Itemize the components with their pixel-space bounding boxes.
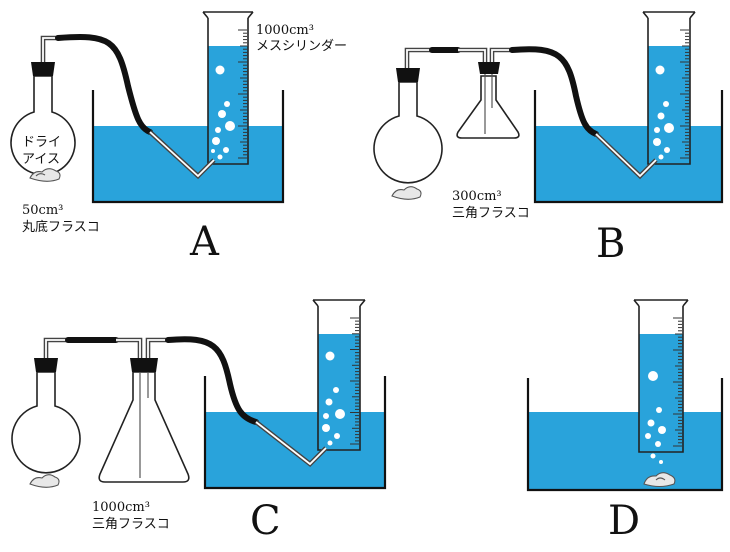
panel-b-cylinder (642, 11, 696, 165)
panel-a-tank (91, 90, 285, 204)
panel-c-hose (165, 336, 259, 425)
panel-d-cylinder (633, 299, 689, 464)
panel-a-hose (55, 33, 153, 135)
panel-c-letter: C (250, 498, 281, 544)
panel-d-tank (526, 378, 724, 492)
panel-d-letter: D (608, 498, 640, 544)
panel-c-cylinder (312, 299, 366, 451)
panel-a-cylinder-label: 1000cm³ メスシリンダー (256, 23, 347, 54)
panel-a-letter: A (189, 219, 220, 265)
panel-c: 1000cm³ 三角フラスコ C (11, 299, 387, 544)
panel-b-hose (509, 46, 599, 137)
panel-a: 1000cm³ メスシリンダー ドライ アイス 50cm³ 丸底フラスコ A (10, 11, 347, 265)
panel-a-cylinder (202, 11, 254, 165)
panel-a-round-flask (10, 62, 76, 182)
panel-b-tank (533, 90, 724, 204)
panel-c-conical-flask (98, 358, 190, 483)
panel-c-round-flask (11, 358, 81, 488)
panel-a-dry-ice-label: ドライ アイス (22, 135, 65, 167)
panel-d-water (528, 412, 722, 490)
panel-c-tank (203, 376, 387, 490)
panel-b: 300cm³ 三角フラスコ B (373, 11, 724, 267)
panel-b-round-flask (373, 68, 443, 200)
panel-b-letter: B (596, 221, 625, 267)
panel-c-flask-label: 1000cm³ 三角フラスコ (92, 500, 170, 532)
panel-d: D (526, 299, 724, 544)
panel-a-flask-label: 50cm³ 丸底フラスコ (22, 203, 100, 235)
panel-b-conical-flask (456, 62, 520, 139)
panel-b-flask-label: 300cm³ 三角フラスコ (452, 189, 530, 221)
